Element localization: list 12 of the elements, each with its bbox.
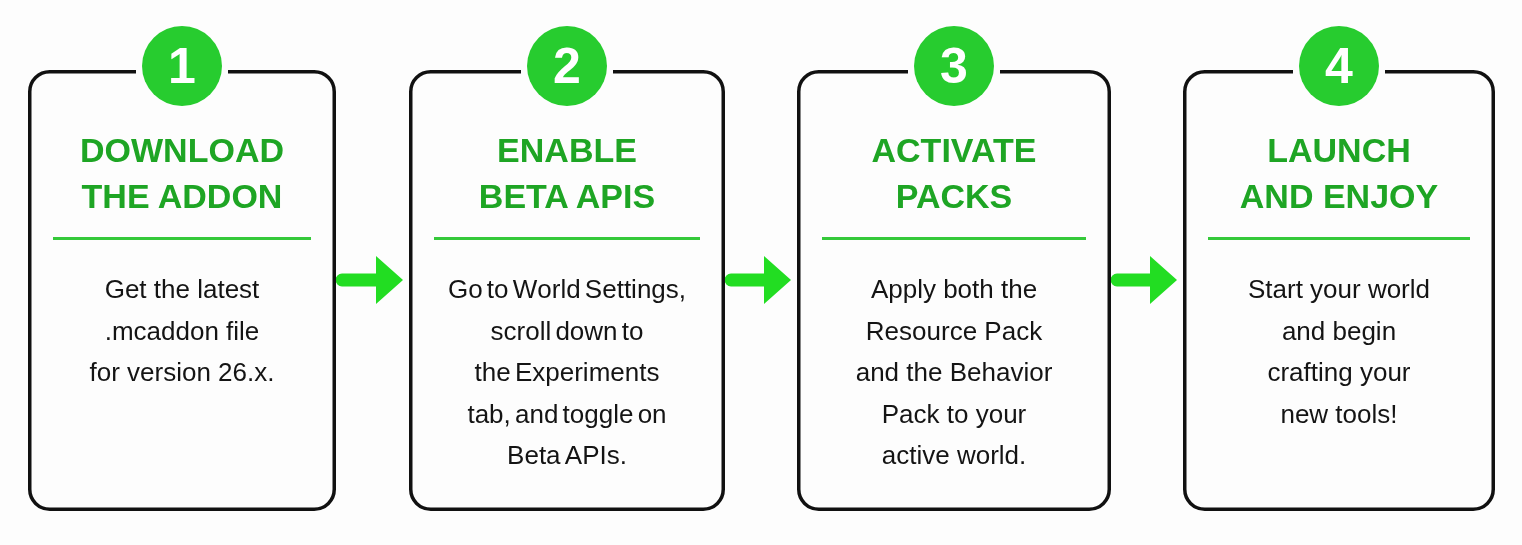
step-title: LAUNCH AND ENJOY (1238, 130, 1440, 217)
step-title: DOWNLOAD THE ADDON (79, 130, 285, 217)
step-description: Get the latest .mcaddon file for version 26.x. (88, 273, 276, 389)
step-title: ACTIVATE PACKS (870, 130, 1038, 217)
number-badge: 2 (527, 26, 607, 106)
number-badge: 3 (914, 26, 994, 106)
step-description: Go to World Settings, scroll down to the Experiments tab, and toggle on Beta APIs. (447, 273, 687, 472)
number-badge: 1 (142, 26, 222, 106)
number-badge: 4 (1299, 26, 1379, 106)
step-description: Start your world and begin crafting your new tools! (1246, 273, 1432, 431)
step-title: ENABLE BETA APIS (477, 130, 657, 217)
step-description: Apply both the Resource Pack and the Behavior Pack to your active world. (854, 273, 1054, 472)
